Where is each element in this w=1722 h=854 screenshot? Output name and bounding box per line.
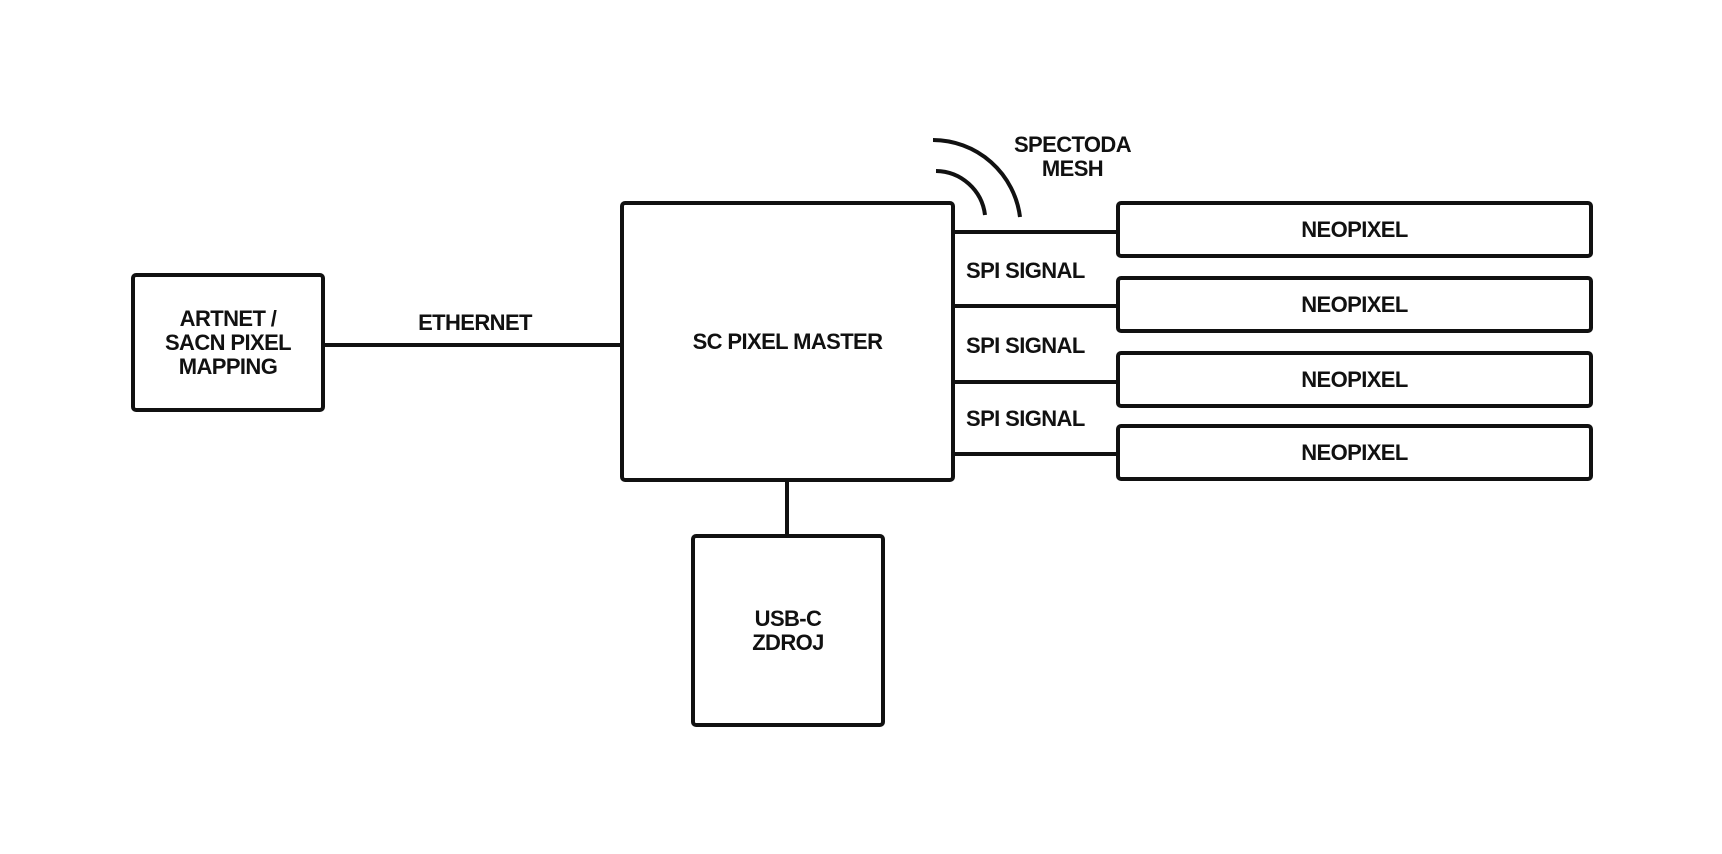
wireless-mesh-label: SPECTODA MESH xyxy=(1013,132,1132,181)
wireless-icon-outer-arc xyxy=(932,138,1022,218)
power-node-usb-c[interactable]: USB-C ZDROJ xyxy=(691,534,885,727)
output-node-neopixel-2[interactable]: NEOPIXEL xyxy=(1116,276,1593,333)
master-node-label: SC PIXEL MASTER xyxy=(692,328,883,354)
output-node-neopixel-1[interactable]: NEOPIXEL xyxy=(1116,201,1593,258)
wireless-icon-inner-arc xyxy=(935,169,987,216)
output-node-neopixel-4[interactable]: NEOPIXEL xyxy=(1116,424,1593,481)
output-node-label: NEOPIXEL xyxy=(1301,216,1408,242)
source-node-artnet-sacn[interactable]: ARTNET / SACN PIXEL MAPPING xyxy=(131,273,325,412)
output-node-label: NEOPIXEL xyxy=(1301,439,1408,465)
spi-signal-label-3: SPI SIGNAL xyxy=(966,406,1085,431)
output-node-label: NEOPIXEL xyxy=(1301,291,1408,317)
master-node-sc-pixel-master[interactable]: SC PIXEL MASTER xyxy=(620,201,955,482)
source-node-label: ARTNET / SACN PIXEL MAPPING xyxy=(164,305,292,379)
spi-signal-label-2: SPI SIGNAL xyxy=(966,333,1085,358)
spi-signal-label-1: SPI SIGNAL xyxy=(966,258,1085,283)
ethernet-label: ETHERNET xyxy=(418,310,532,335)
output-node-label: NEOPIXEL xyxy=(1301,366,1408,392)
output-node-neopixel-3[interactable]: NEOPIXEL xyxy=(1116,351,1593,408)
power-node-label: USB-C ZDROJ xyxy=(752,605,824,655)
